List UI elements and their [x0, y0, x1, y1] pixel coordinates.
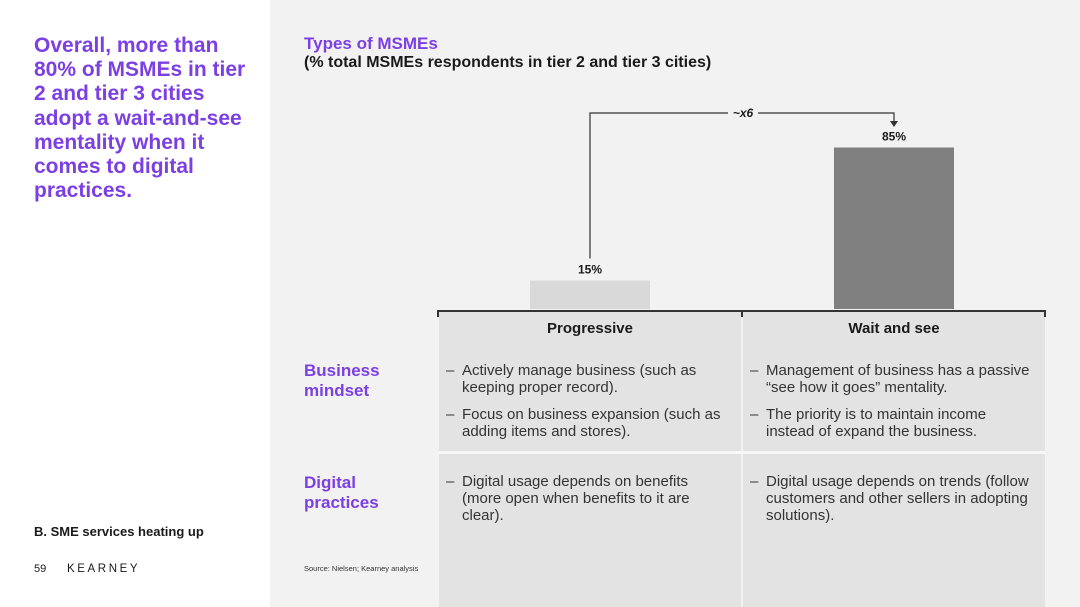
bullet-text: Digital usage depends on benefits (more …: [462, 473, 690, 524]
annotation-line-left: [589, 112, 728, 259]
bullet-wait-mindset-1: –Management of business has a passive “s…: [750, 362, 1035, 396]
bullet-dash: –: [750, 406, 759, 423]
annotation-arrowhead: [890, 121, 898, 127]
bullet-wait-mindset-2: –The priority is to maintain income inst…: [750, 406, 1035, 440]
bullet-dash: –: [446, 473, 455, 490]
left-panel: Overall, more than 80% of MSMEs in tier …: [0, 0, 270, 607]
bullet-dash: –: [446, 406, 455, 423]
row-label-business-mindset: Business mindset: [304, 361, 380, 400]
table-tick-middle: [741, 310, 743, 317]
chart-subtitle: (% total MSMEs respondents in tier 2 and…: [304, 54, 712, 71]
source-note: Source: Nielsen; Kearney analysis: [304, 564, 419, 573]
annotation-multiplier: ~x6: [733, 106, 754, 120]
bullet-progressive-mindset-2: –Focus on business expansion (such as ad…: [446, 406, 731, 440]
bullet-progressive-digital-1: –Digital usage depends on benefits (more…: [446, 473, 721, 524]
bullet-wait-digital-1: –Digital usage depends on trends (follow…: [750, 473, 1040, 524]
bullet-text: Digital usage depends on trends (follow …: [766, 473, 1029, 524]
bullet-text: Focus on business expansion (such as add…: [462, 406, 721, 440]
bar-progressive: [530, 280, 650, 309]
bullet-dash: –: [750, 473, 759, 490]
page-number: 59: [34, 563, 47, 575]
section-label: B. SME services heating up: [34, 524, 204, 539]
bullet-text: Management of business has a passive “se…: [766, 362, 1030, 396]
annotation-line-right: [758, 112, 895, 122]
bar-wait-and-see: [834, 147, 954, 309]
column-shade-progressive: [439, 312, 741, 607]
headline: Overall, more than 80% of MSMEs in tier …: [34, 34, 246, 203]
bar-chart: 15% 85% ~x6: [530, 106, 954, 309]
bullet-text: The priority is to maintain income inste…: [766, 406, 987, 440]
bullet-progressive-mindset-1: –Actively manage business (such as keepi…: [446, 362, 731, 396]
bullet-dash: –: [446, 362, 455, 379]
brand-logo: KEARNEY: [67, 563, 141, 575]
column-header-wait-and-see: Wait and see: [848, 320, 940, 337]
column-shade-wait-and-see: [743, 312, 1045, 607]
bullet-text: Actively manage business (such as keepin…: [462, 362, 697, 396]
table-tick-left: [437, 310, 439, 317]
data-label-progressive: 15%: [578, 263, 602, 277]
chart-title: Types of MSMEs: [304, 34, 438, 53]
bullet-dash: –: [750, 362, 759, 379]
data-label-wait-and-see: 85%: [882, 130, 906, 144]
table-tick-right: [1044, 310, 1046, 317]
row-separator: [439, 451, 1045, 454]
column-header-progressive: Progressive: [547, 320, 633, 337]
row-label-digital-practices: Digital practices: [304, 473, 379, 512]
